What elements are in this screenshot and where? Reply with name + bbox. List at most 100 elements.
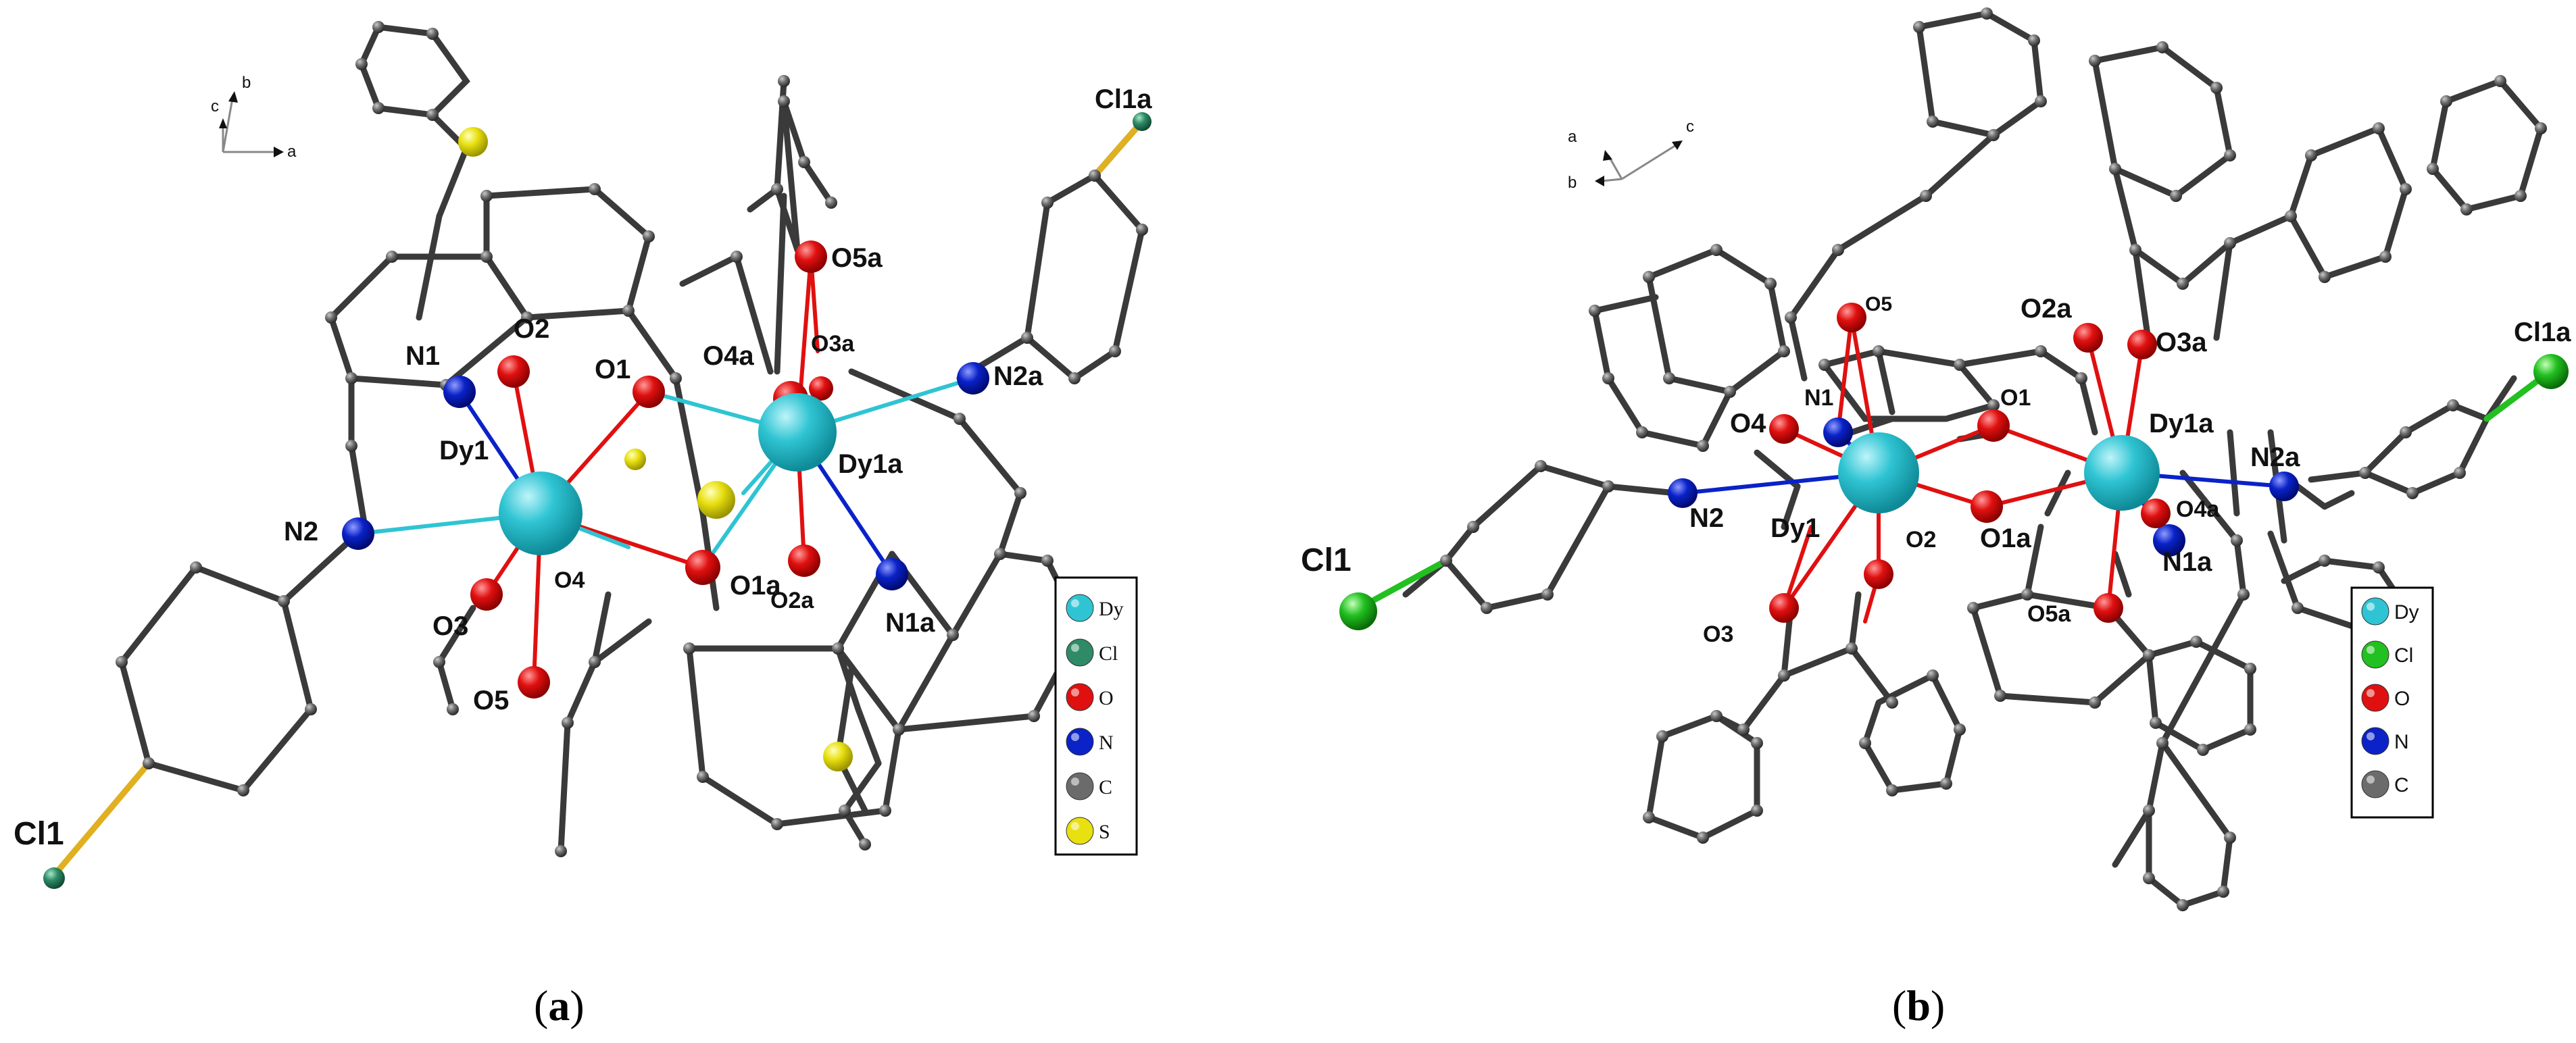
panel-a-nitrogen-atom	[957, 362, 989, 395]
label-o1: O1	[595, 355, 630, 384]
panel-a-chlorine-atom	[1133, 112, 1151, 131]
label-cl1: Cl1	[14, 816, 64, 852]
label-cl1a: Cl1a	[1095, 84, 1152, 114]
legend-swatch-highlight	[1071, 644, 1079, 652]
legend-swatch-highlight	[2367, 775, 2375, 784]
panel-a-sulfur-atom	[823, 742, 853, 771]
panel-b-oxygen-atom	[1769, 414, 1799, 444]
panel-a-dysprosium-atom	[758, 393, 837, 472]
legend-swatch-highlight	[1071, 822, 1079, 830]
label-o4a: O4a	[2176, 497, 2220, 522]
legend-label-cl: Cl	[2394, 644, 2413, 667]
label-o5a: O5a	[2027, 601, 2071, 627]
panel-b-caption: (b)	[1892, 982, 1945, 1029]
label-o5a: O5a	[831, 243, 883, 273]
panel-b-axis-indicator: a b c	[1568, 118, 1694, 192]
label-o4: O4	[554, 567, 585, 593]
label-o1a: O1a	[730, 571, 781, 601]
axis-label: b	[1568, 174, 1577, 192]
label-n2: N2	[1689, 503, 1724, 533]
panel-b-oxygen-atom	[2073, 323, 2103, 353]
panel-b-dysprosium-atom	[2084, 435, 2160, 511]
legend-swatch-o	[2361, 684, 2389, 712]
panel-b-oxygen-atom	[1977, 409, 2010, 442]
label-n1a: N1a	[885, 608, 935, 638]
panel-b-oxygen-atom	[1971, 490, 2003, 523]
label-n1a: N1a	[2162, 547, 2212, 577]
legend-swatch-o	[1066, 683, 1094, 711]
legend-swatch-highlight	[1071, 778, 1079, 786]
panel-b-oxygen-atom	[2094, 593, 2123, 623]
legend-label-o: O	[1099, 687, 1114, 709]
panel-a-sulfur-atom	[458, 127, 488, 157]
panel-a-atom-labels: Cl1 Cl1a N1 N2 Dy1 O1 O2 O3 O4 O5 O1a O2…	[14, 84, 1152, 852]
panel-b-nitrogen-atom	[1668, 478, 1698, 508]
label-n1: N1	[405, 341, 440, 371]
panel-a-nitrogen-atom	[342, 517, 374, 550]
panel-a-atoms	[43, 21, 1151, 889]
label-n1: N1	[1804, 385, 1833, 411]
panel-b-oxygen-atom	[1837, 303, 1866, 332]
label-o3: O3	[432, 611, 468, 641]
label-n2a: N2a	[993, 361, 1043, 391]
panel-a-chlorine-atom	[43, 867, 65, 889]
legend-swatch-s	[1066, 817, 1094, 845]
legend-swatch-highlight	[2367, 732, 2375, 740]
panel-a-sulfur-atom	[624, 449, 646, 470]
legend-label-c: C	[2394, 774, 2409, 796]
label-cl1a: Cl1a	[2514, 317, 2571, 347]
legend-swatch-highlight	[2367, 689, 2375, 697]
label-n2a: N2a	[2250, 442, 2300, 472]
axis-label: b	[242, 74, 251, 92]
legend-swatch-cl	[1066, 638, 1094, 667]
panel-a-oxygen-atom	[788, 544, 820, 577]
label-dy1: Dy1	[1770, 513, 1820, 543]
panel-a-axis-indicator: c b a	[211, 74, 297, 161]
panel-a-carbon-atoms	[116, 21, 1148, 857]
legend-swatch-dy	[2361, 597, 2389, 626]
label-o2a: O2a	[2021, 294, 2072, 324]
panel-b-oxygen-atom	[2141, 499, 2171, 528]
label-o2: O2	[514, 314, 549, 344]
label-o1a: O1a	[1980, 524, 2031, 553]
legend-label-n: N	[2394, 731, 2409, 753]
legend-swatch-highlight	[2367, 603, 2375, 611]
label-o2: O2	[1906, 527, 1936, 553]
panel-a-structure: Cl1 Cl1a N1 N2 Dy1 O1 O2 O3 O4 O5 O1a O2…	[14, 21, 1152, 1029]
legend-swatch-highlight	[1071, 599, 1079, 607]
panel-a-oxygen-atom	[795, 240, 827, 273]
legend-swatch-n	[1066, 728, 1094, 756]
legend-label-dy: Dy	[1099, 598, 1124, 620]
label-o5: O5	[473, 686, 509, 715]
label-o3: O3	[1703, 621, 1733, 647]
legend-swatch-dy	[1066, 594, 1094, 622]
axis-label: a	[287, 143, 297, 161]
panel-b-chlorine-atom	[1339, 592, 1377, 630]
panel-b-atom-labels: Cl1 Cl1a N1 N2 Dy1 O1 O2 O3 O4 O5 O1a O2…	[1301, 293, 2571, 647]
label-o2a: O2a	[770, 588, 814, 613]
panel-b-dysprosium-atom	[1838, 432, 1919, 513]
legend-label-dy: Dy	[2394, 601, 2419, 624]
legend-swatch-n	[2361, 727, 2389, 755]
legend-swatch-c	[1066, 772, 1094, 800]
panel-b-oxygen-atom	[1864, 559, 1893, 589]
panel-b-chlorine-atom	[2533, 354, 2569, 389]
label-o4: O4	[1730, 409, 1766, 438]
legend-swatch-highlight	[1071, 688, 1079, 696]
panel-a-oxygen-atom	[497, 355, 530, 388]
legend-label-cl: Cl	[1099, 642, 1118, 665]
label-dy1: Dy1	[439, 436, 489, 465]
panel-b-nitrogen-atom	[2153, 524, 2185, 557]
panel-b-structure: Cl1 Cl1a N1 N2 Dy1 O1 O2 O3 O4 O5 O1a O2…	[1301, 7, 2571, 1029]
panel-a-oxygen-atom	[470, 578, 503, 611]
panel-b-oxygen-atom	[1769, 593, 1799, 623]
label-o1: O1	[2000, 385, 2031, 411]
axis-label: c	[1686, 118, 1694, 136]
panel-a-nitrogen-atom	[443, 376, 476, 408]
panel-a-coordination-bonds	[356, 133, 975, 684]
legend-label-n: N	[1099, 732, 1114, 754]
panel-a-oxygen-atom	[809, 376, 833, 401]
legend-swatch-cl	[2361, 640, 2389, 669]
label-n2: N2	[284, 517, 318, 546]
